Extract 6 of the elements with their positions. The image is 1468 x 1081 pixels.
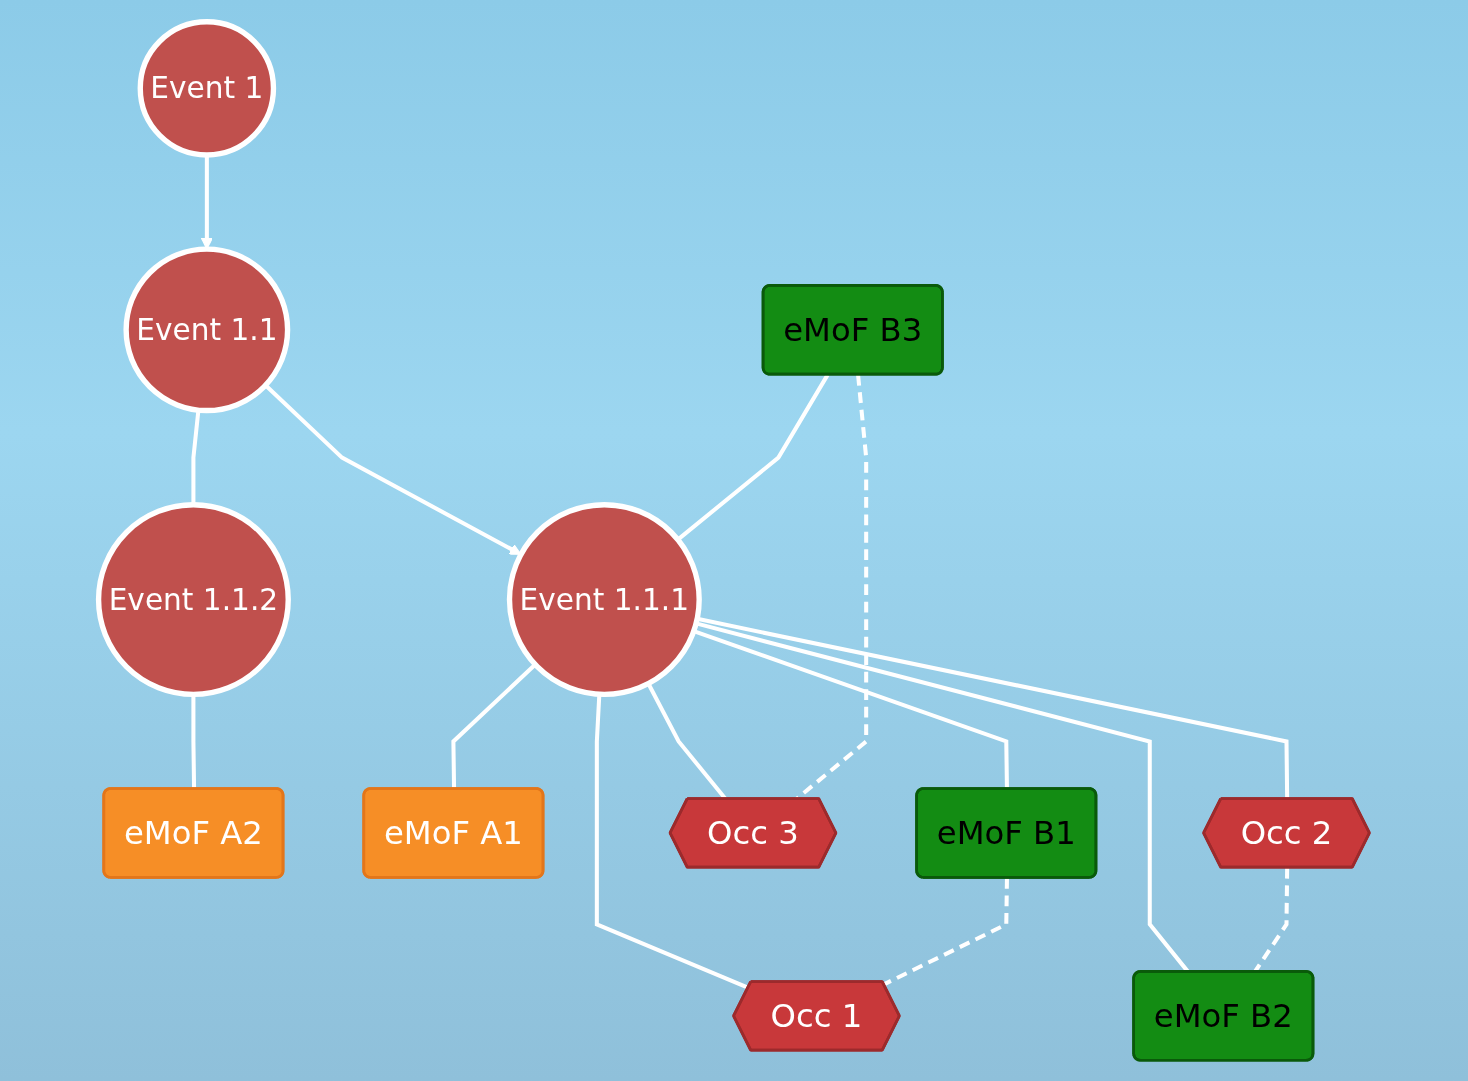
node-circle: Event 1.1.2 — [95, 501, 291, 697]
connector — [883, 877, 1009, 986]
node-circle: Event 1.1.1 — [506, 501, 702, 697]
arrow — [264, 383, 522, 555]
node-circle: Event 1.1 — [123, 245, 291, 413]
node-circle: Event 1 — [137, 18, 277, 158]
